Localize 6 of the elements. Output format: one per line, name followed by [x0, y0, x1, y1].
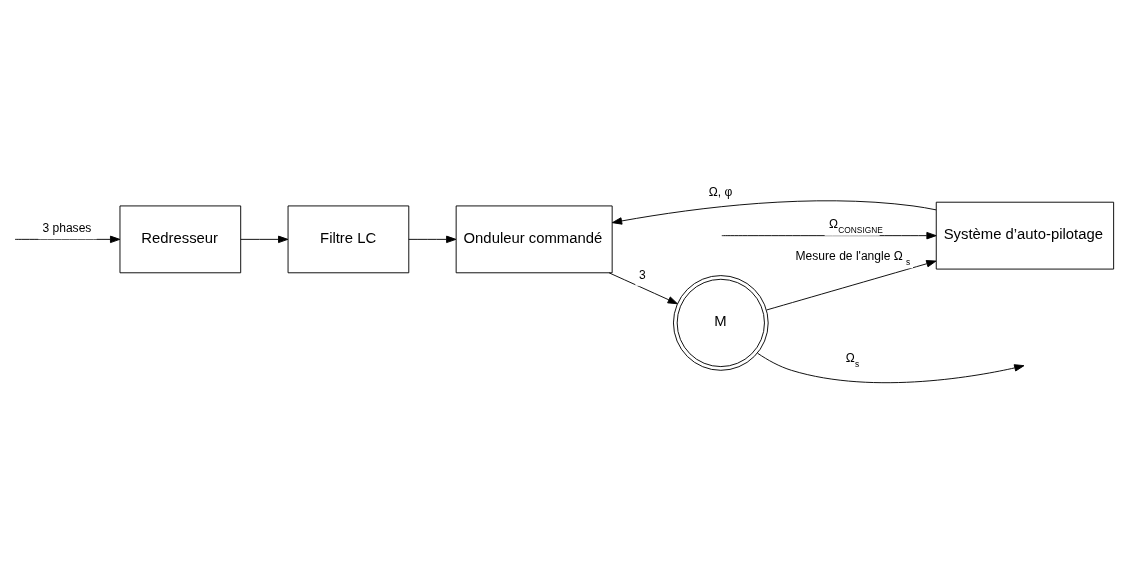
edge-label: 3: [639, 267, 646, 282]
edge-label: Ω, φ: [708, 185, 733, 200]
edge-label: Ω$_{CONSIGNE}$: [829, 216, 883, 235]
edge-label: Mesure de l'angle Ω$_{s}$: [795, 249, 911, 268]
edge-label: Ω$_{s}$: [845, 351, 860, 370]
edge-label: 3 phases: [42, 221, 92, 236]
